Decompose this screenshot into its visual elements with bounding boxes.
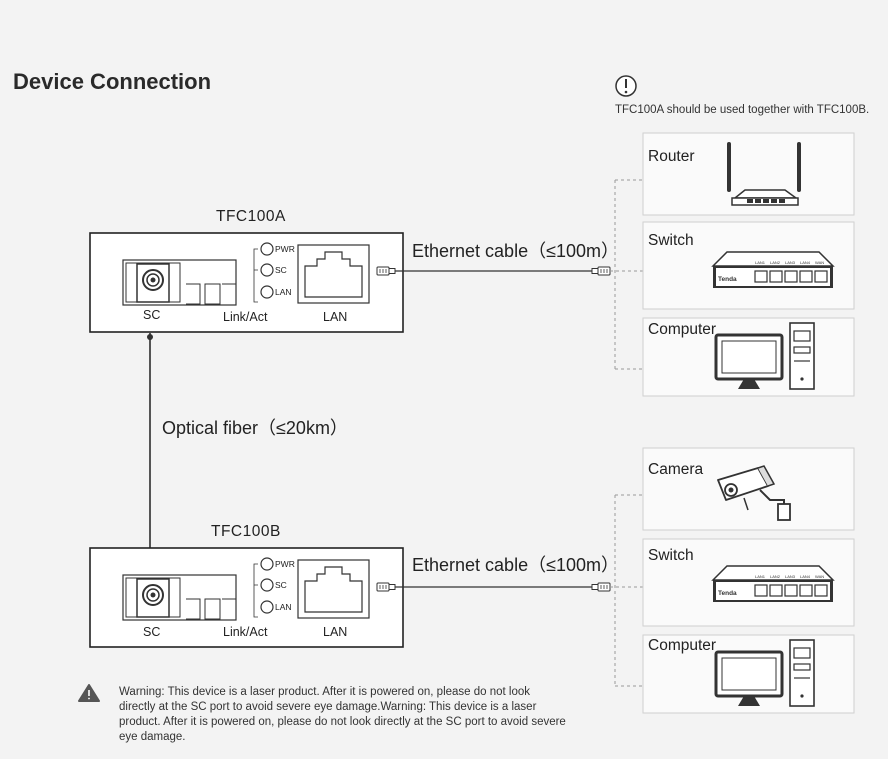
endpoint-switch: Switch Tenda LAN1 LAN2 LAN3 LAN4 WAN — [642, 538, 855, 627]
lan-port-icon — [297, 244, 370, 304]
endpoint-label: Computer — [648, 637, 716, 654]
lan-led-label: LAN — [275, 602, 292, 612]
svg-text:LAN4: LAN4 — [800, 260, 811, 265]
endpoint-switch: Switch Tenda LAN1 LAN2 LAN3 LAN4 WAN — [642, 221, 855, 310]
pwr-led — [260, 557, 274, 571]
lan-port-icon — [297, 559, 370, 619]
switch-icon: Tenda LAN1 LAN2 LAN3 LAN4 WAN — [712, 251, 834, 289]
optical-fiber-label: Optical fiber（≤20km） — [162, 418, 348, 438]
device-title: TFC100B — [211, 523, 281, 540]
sc-led-label: SC — [275, 580, 287, 590]
sc-led — [260, 578, 274, 592]
device-tfc100a: TFC100A SC Link/Act PWR SC LAN LAN — [89, 208, 404, 333]
rj45-plug-icon — [591, 266, 611, 276]
svg-text:LAN4: LAN4 — [800, 574, 811, 579]
sc-led — [260, 263, 274, 277]
svg-text:WAN: WAN — [815, 260, 824, 265]
svg-text:LAN3: LAN3 — [785, 574, 796, 579]
endpoint-label: Router — [648, 148, 695, 165]
device-title: TFC100A — [216, 208, 286, 225]
endpoint-label: Switch — [648, 232, 694, 249]
sc-port-icon — [122, 259, 237, 306]
info-icon — [615, 75, 637, 97]
lan-led — [260, 600, 274, 614]
page-title: Device Connection — [13, 69, 211, 94]
ethernet-cable-label: Ethernet cable（≤100m） — [412, 241, 619, 261]
rj45-plug-icon — [591, 582, 611, 592]
endpoint-camera: Camera — [642, 447, 855, 531]
sc-led-label: SC — [275, 265, 287, 275]
endpoint-computer: Computer — [642, 634, 855, 714]
pwr-led — [260, 242, 274, 256]
lan-port-label: LAN — [323, 310, 347, 324]
lan-led-label: LAN — [275, 287, 292, 297]
camera-icon — [717, 465, 791, 521]
sc-port-label: SC — [143, 308, 160, 322]
endpoint-router: Router — [642, 132, 855, 216]
pwr-led-label: PWR — [275, 244, 295, 254]
ethernet-cable-label: Ethernet cable（≤100m） — [412, 555, 619, 575]
svg-text:LAN1: LAN1 — [755, 260, 766, 265]
usage-note: TFC100A should be used together with TFC… — [615, 104, 869, 116]
branch-connector — [610, 179, 643, 370]
branch-connector — [610, 494, 643, 687]
switch-icon: Tenda LAN1 LAN2 LAN3 LAN4 WAN — [712, 565, 834, 603]
switch-brand: Tenda — [718, 276, 737, 283]
sc-port-icon — [122, 574, 237, 621]
sc-port-label: SC — [143, 625, 160, 639]
svg-text:LAN1: LAN1 — [755, 574, 766, 579]
endpoint-label: Camera — [648, 461, 704, 478]
endpoint-label: Switch — [648, 547, 694, 564]
endpoint-computer: Computer — [642, 317, 855, 397]
svg-text:WAN: WAN — [815, 574, 824, 579]
switch-brand: Tenda — [718, 590, 737, 597]
pwr-led-label: PWR — [275, 559, 295, 569]
lan-port-label: LAN — [323, 625, 347, 639]
laser-warning: Warning: This device is a laser product.… — [119, 686, 566, 743]
link-act-label: Link/Act — [223, 310, 268, 324]
lan-led — [260, 285, 274, 299]
link-act-label: Link/Act — [223, 625, 268, 639]
svg-text:LAN2: LAN2 — [770, 260, 781, 265]
svg-text:LAN3: LAN3 — [785, 260, 796, 265]
endpoint-label: Computer — [648, 321, 716, 338]
warning-icon — [78, 684, 100, 702]
router-icon — [727, 142, 801, 206]
device-tfc100b: TFC100B SC Link/Act PWR SC LAN LAN — [89, 523, 404, 648]
svg-text:LAN2: LAN2 — [770, 574, 781, 579]
fiber-node — [147, 334, 153, 340]
rj45-plug-icon — [376, 266, 396, 276]
rj45-plug-icon — [376, 582, 396, 592]
